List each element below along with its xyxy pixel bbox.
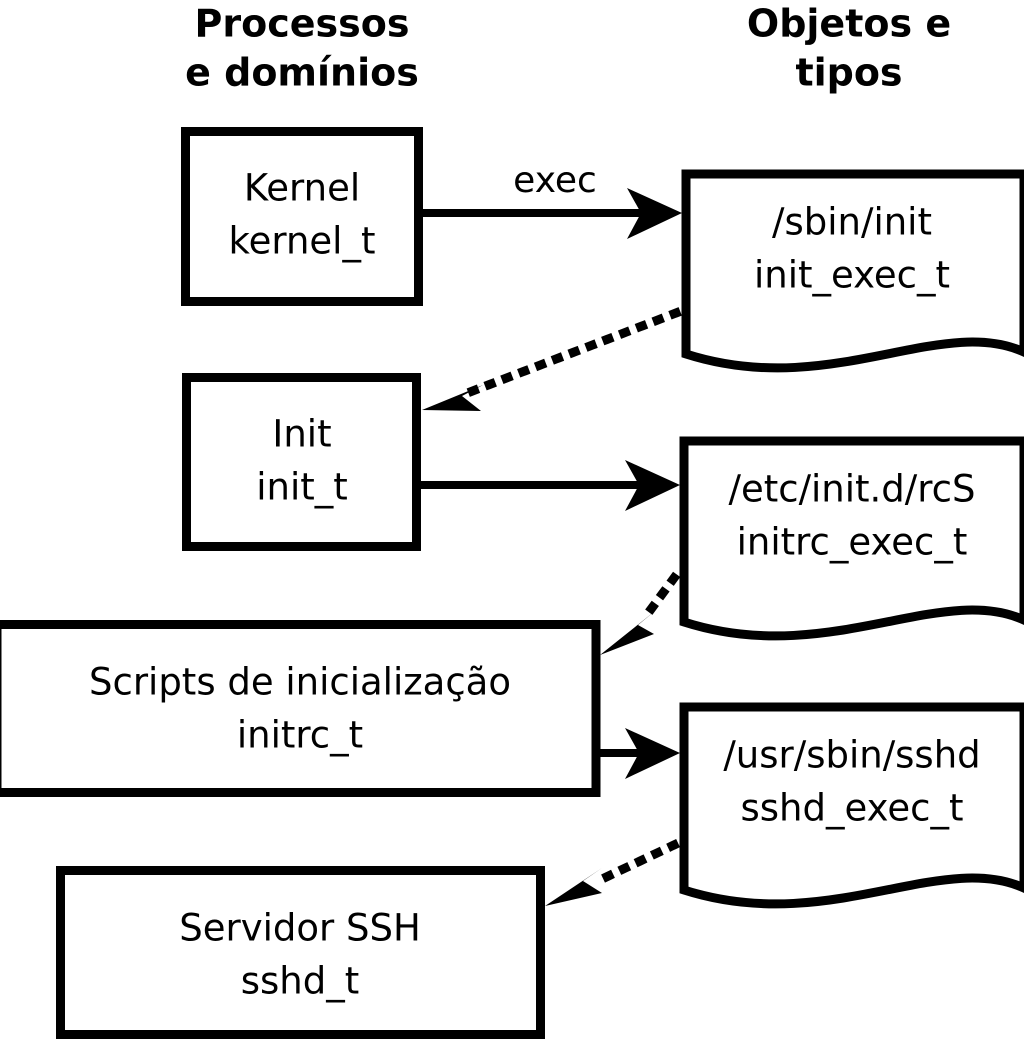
edge-sshd-exec-to-sshd-line xyxy=(594,839,680,886)
node-init-box[interactable] xyxy=(182,373,421,551)
node-init-line2: init_t xyxy=(256,466,348,509)
node-sshd-exec-line1: /usr/sbin/sshd xyxy=(723,734,980,777)
edge-init-exec-to-init-line xyxy=(464,307,682,398)
edge-initrc-exec-to-initrc-line xyxy=(639,571,681,623)
node-initrc-exec-doc[interactable] xyxy=(679,436,1024,641)
node-init-exec-line2: init_exec_t xyxy=(754,254,950,297)
node-initrc-exec[interactable]: /etc/init.d/rcS initrc_exec_t xyxy=(679,436,1024,641)
column-header-objects-line1: Objetos e xyxy=(747,2,951,46)
node-initrc-box[interactable] xyxy=(0,620,601,797)
node-sshd-line2: sshd_t xyxy=(241,960,360,1003)
node-sshd[interactable]: Servidor SSH sshd_t xyxy=(56,866,545,1039)
node-kernel-line1: Kernel xyxy=(244,167,360,210)
edge-init-to-initrc-exec-arrowhead xyxy=(625,460,680,511)
node-kernel[interactable]: Kernel kernel_t xyxy=(181,127,423,306)
column-header-processes-line1: Processos xyxy=(195,2,410,46)
column-header-objects: Objetos e tipos xyxy=(747,2,951,95)
column-header-objects-line2: tipos xyxy=(795,51,902,95)
node-init-exec[interactable]: /sbin/init init_exec_t xyxy=(681,169,1024,373)
node-sshd-exec-doc[interactable] xyxy=(679,702,1024,909)
edge-init-to-initrc-exec xyxy=(420,460,680,511)
edge-label-exec: exec xyxy=(513,160,597,201)
node-sshd-exec-line2: sshd_exec_t xyxy=(741,787,964,830)
column-header-processes: Processos e domínios xyxy=(185,2,419,95)
edge-initrc-to-sshd-exec xyxy=(600,728,680,779)
node-sshd-line1: Servidor SSH xyxy=(179,907,421,950)
node-sshd-box[interactable] xyxy=(56,866,545,1039)
edge-kernel-to-init-exec: exec xyxy=(422,160,682,239)
edge-sshd-exec-to-sshd-arrowhead xyxy=(545,868,602,906)
edge-init-exec-to-init-arrowhead xyxy=(422,385,483,411)
node-init[interactable]: Init init_t xyxy=(182,373,421,551)
edge-initrc-exec-to-initrc-arrowhead xyxy=(600,611,655,655)
edge-initrc-exec-to-initrc xyxy=(600,571,681,655)
node-initrc-line1: Scripts de inicialização xyxy=(89,661,511,704)
edge-kernel-to-init-exec-arrowhead xyxy=(627,188,682,239)
node-init-exec-line1: /sbin/init xyxy=(772,201,932,244)
node-initrc-exec-line1: /etc/init.d/rcS xyxy=(728,468,975,511)
node-kernel-line2: kernel_t xyxy=(229,220,376,263)
edge-initrc-to-sshd-exec-arrowhead xyxy=(625,728,680,779)
node-sshd-exec[interactable]: /usr/sbin/sshd sshd_exec_t xyxy=(679,702,1024,909)
node-init-exec-doc[interactable] xyxy=(681,169,1024,373)
column-header-processes-line2: e domínios xyxy=(185,51,419,95)
node-init-line1: Init xyxy=(272,413,331,456)
node-initrc-line2: initrc_t xyxy=(237,714,363,757)
edge-init-exec-to-init xyxy=(422,307,682,411)
node-initrc[interactable]: Scripts de inicialização initrc_t xyxy=(0,620,601,797)
edge-sshd-exec-to-sshd xyxy=(545,839,680,906)
node-kernel-box[interactable] xyxy=(181,127,423,306)
node-initrc-exec-line2: initrc_exec_t xyxy=(737,521,968,564)
